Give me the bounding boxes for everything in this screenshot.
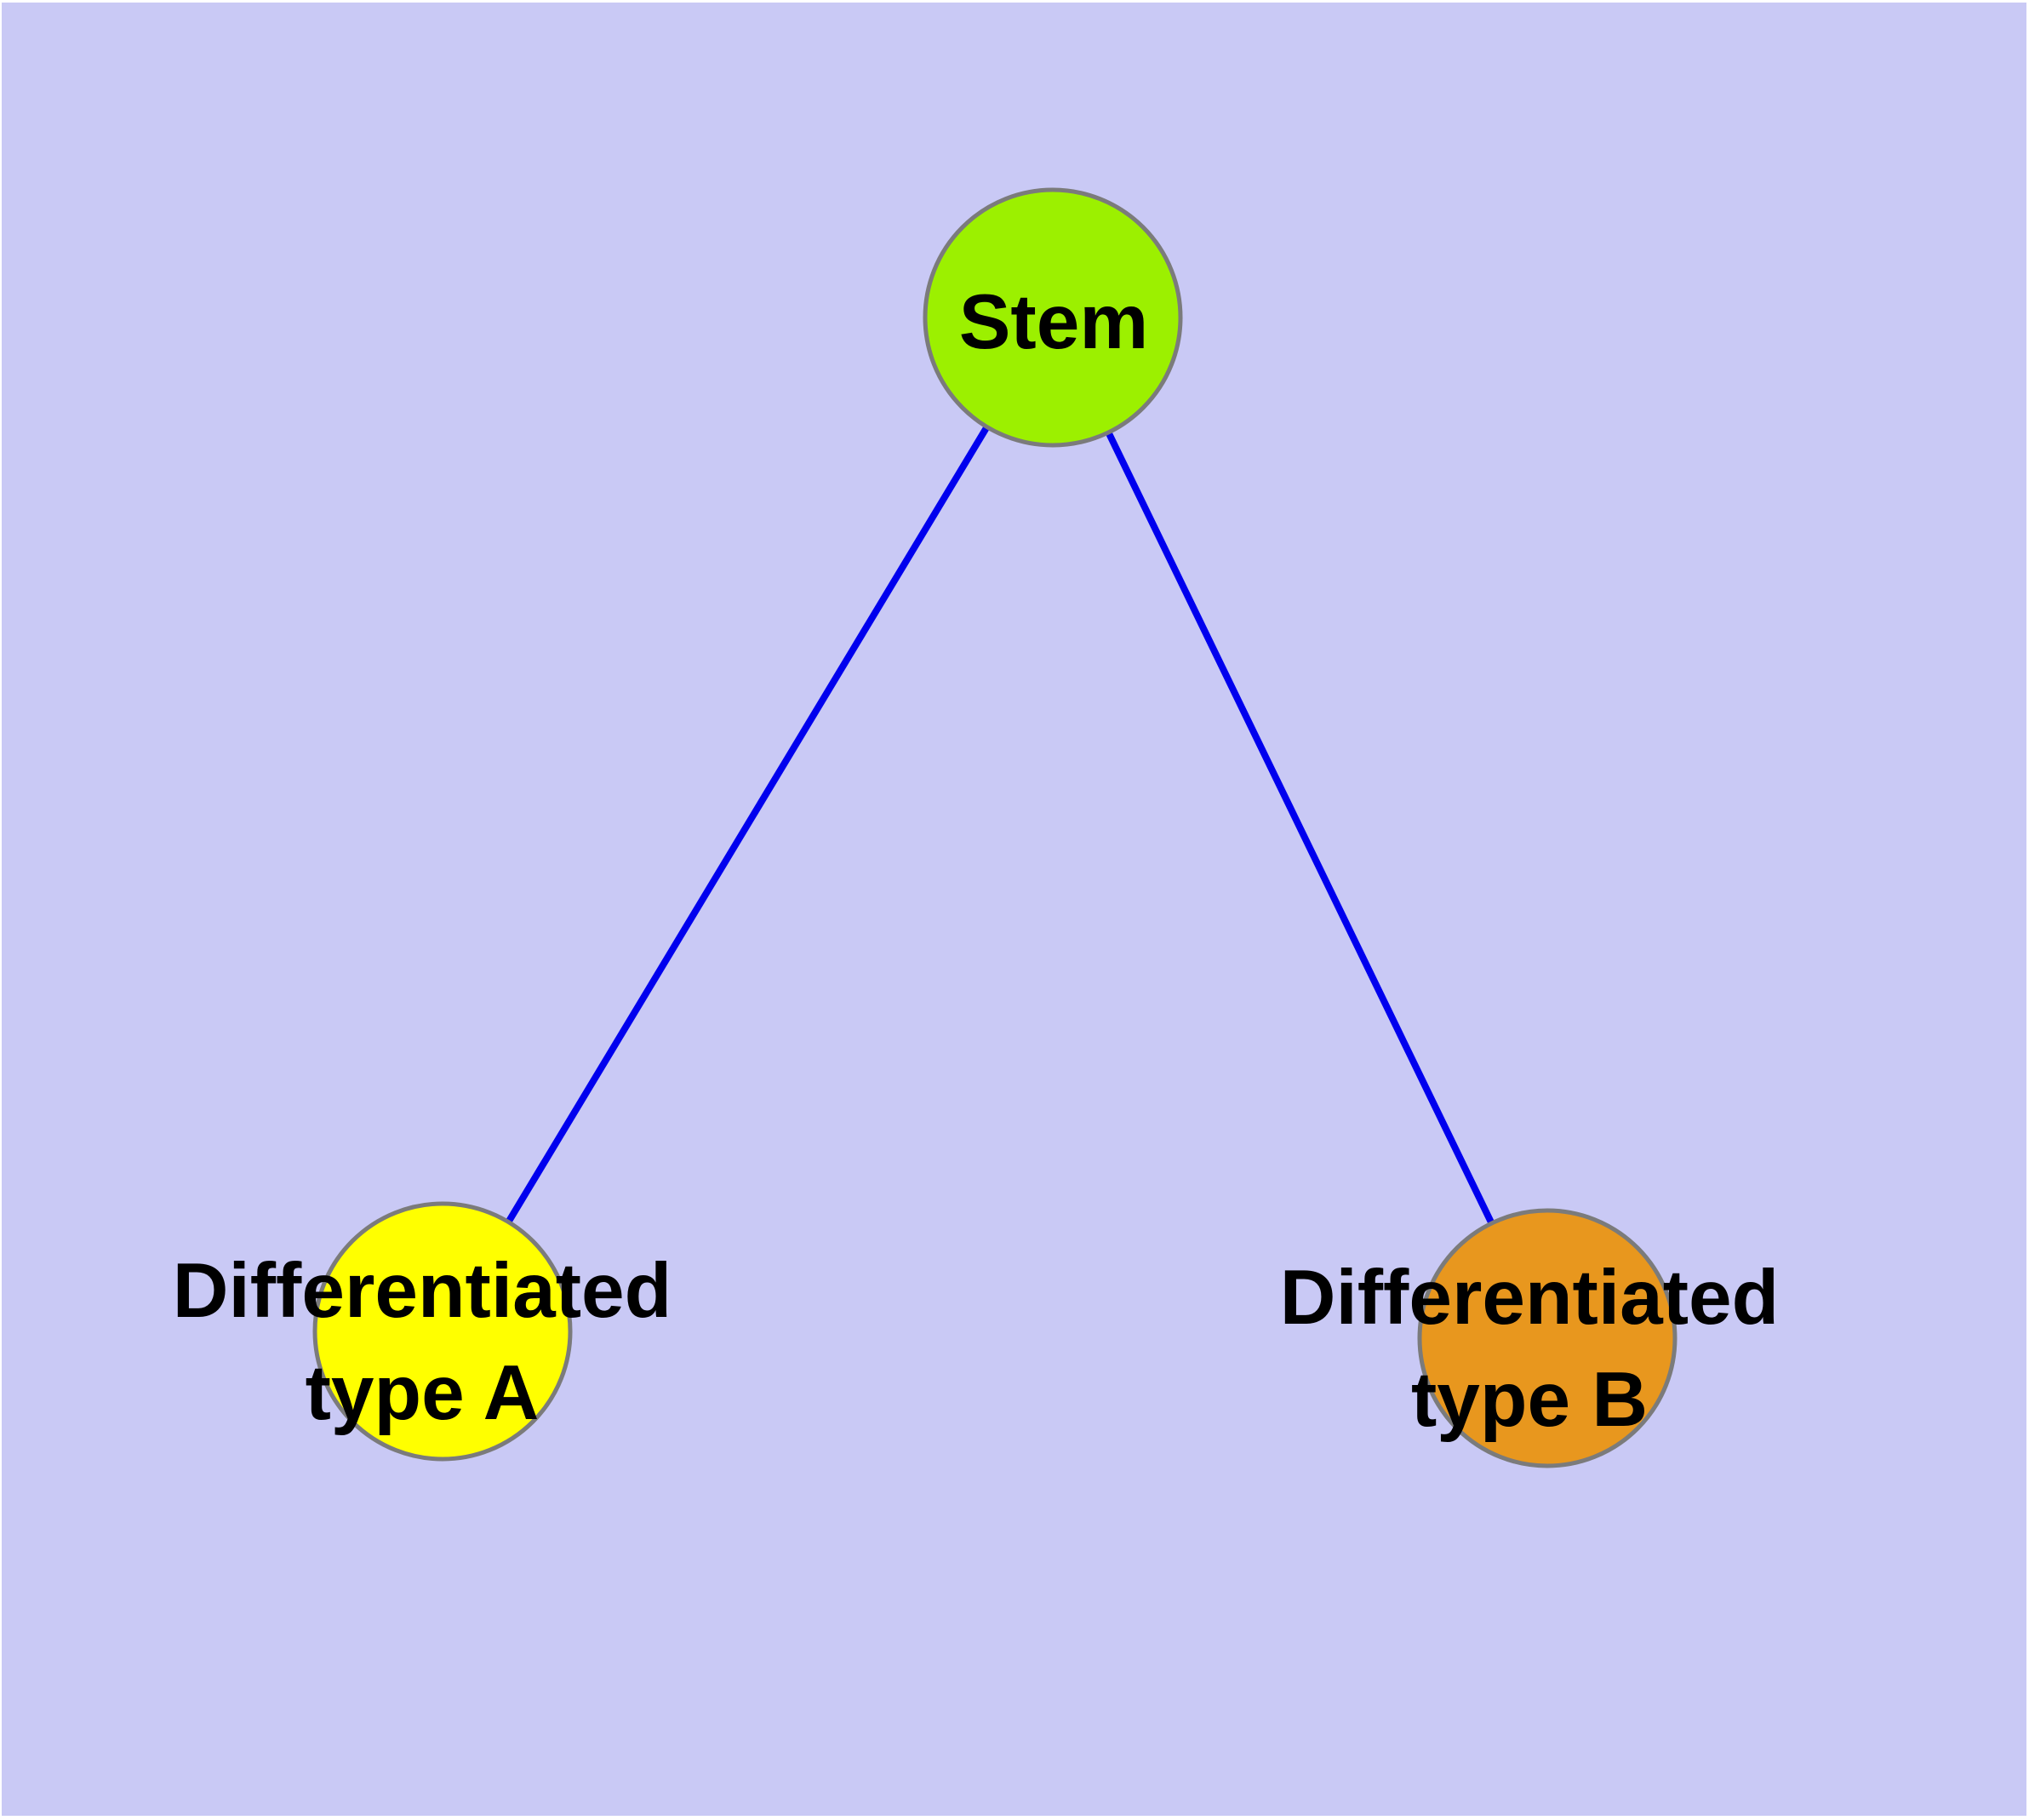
- node-typeB: [1417, 1208, 1677, 1468]
- edge-stem-typeA: [439, 315, 1056, 1334]
- node-typeA: [312, 1201, 573, 1462]
- node-label-typeB-line2: type B: [1411, 1357, 1648, 1443]
- node-label-typeB-line1: Differentiated: [1280, 1255, 1780, 1341]
- node-label-typeA-line2: type A: [306, 1350, 540, 1436]
- node-label-stem-line1: Stem: [959, 279, 1149, 365]
- node-stem: [923, 187, 1183, 448]
- edge-stem-typeB: [1049, 316, 1551, 1340]
- node-label-typeA-line1: Differentiated: [173, 1248, 672, 1334]
